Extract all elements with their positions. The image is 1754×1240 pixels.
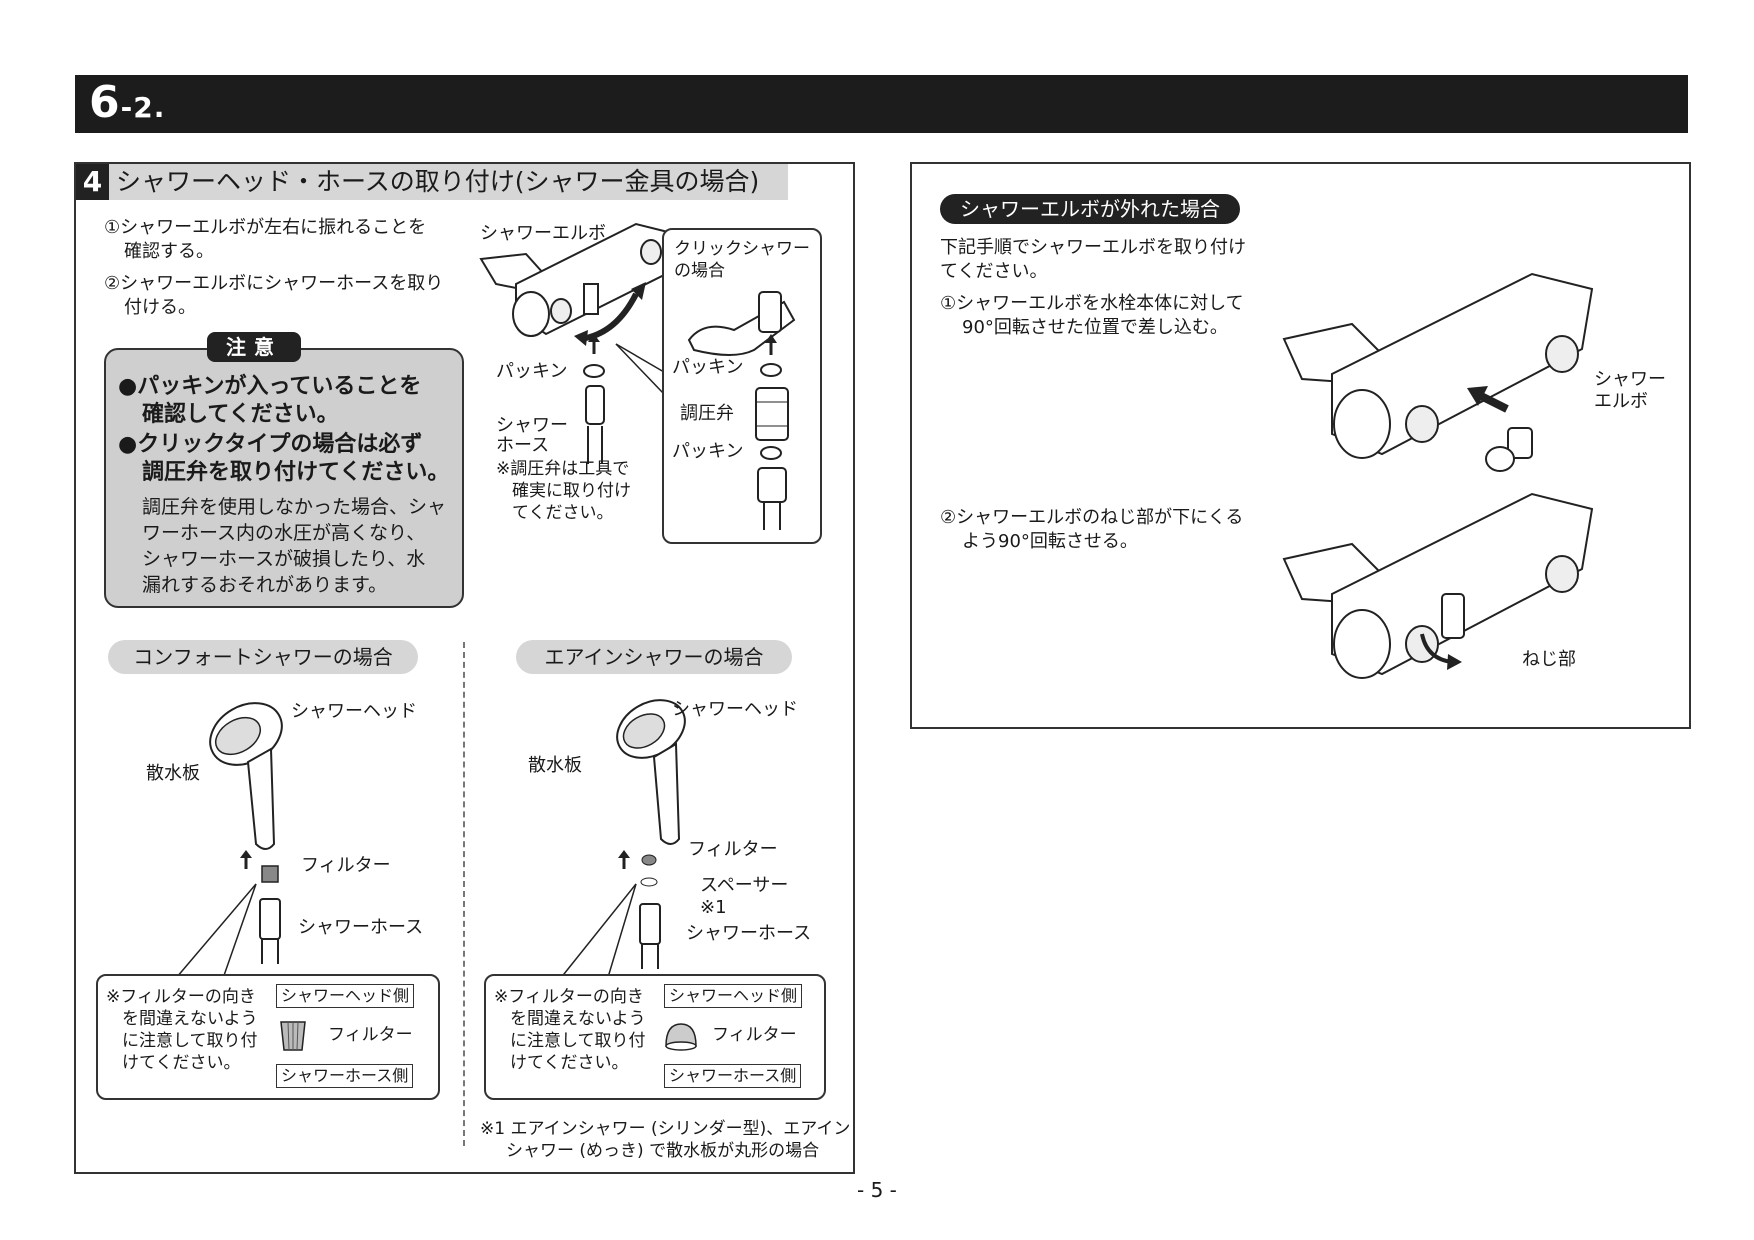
intro-line-2: てください。 bbox=[940, 261, 1048, 282]
elbow-removed-title: シャワーエルボが外れた場合 bbox=[940, 194, 1240, 224]
step-1-line-2: 確認する。 bbox=[124, 241, 214, 262]
caution-bold-3: ●クリックタイプの場合は必ず bbox=[118, 432, 423, 457]
right-step2-line-1: ②シャワーエルボのねじ部が下にくる bbox=[940, 507, 1244, 528]
airin-note-4: けてください。 bbox=[510, 1053, 629, 1073]
airin-note-1: ※フィルターの向き bbox=[494, 987, 644, 1007]
hose-label-1: シャワー bbox=[496, 415, 568, 436]
step-1-line-1: ①シャワーエルボが左右に振れることを bbox=[104, 217, 427, 238]
airin-head-label: シャワーヘッド bbox=[672, 699, 798, 720]
caution-body-1: 調圧弁を使用しなかった場合、シャ bbox=[142, 496, 447, 518]
airin-hose-label: シャワーホース bbox=[686, 923, 812, 944]
comfort-note-3: に注意して取り付 bbox=[122, 1031, 258, 1051]
right-panel: シャワーエルボが外れた場合 下記手順でシャワーエルボを取り付け てください。 ①… bbox=[910, 162, 1691, 729]
caution-box: ●パッキンが入っていることを 確認してください。 ●クリックタイプの場合は必ず … bbox=[104, 348, 464, 608]
click-valve-label: 調圧弁 bbox=[680, 403, 734, 424]
airin-title: エアインシャワーの場合 bbox=[516, 640, 792, 674]
caution-body-4: 漏れするおそれがあります。 bbox=[142, 574, 388, 596]
caution-body-2: ワーホース内の水圧が高くなり、 bbox=[142, 522, 426, 544]
comfort-filter-label: フィルター bbox=[301, 855, 391, 876]
caution-bold-1: ●パッキンが入っていることを bbox=[118, 374, 422, 399]
comfort-title: コンフォートシャワーの場合 bbox=[108, 640, 418, 674]
right-faucet-illustrations bbox=[1282, 272, 1594, 679]
page-number: - 5 - bbox=[857, 1178, 897, 1202]
click-packing-bottom: パッキン bbox=[672, 441, 744, 462]
step2-thread-label: ねじ部 bbox=[1522, 649, 1576, 670]
valve-note-1: ※調圧弁は工具で bbox=[496, 459, 630, 479]
airin-filter2-label: フィルター bbox=[712, 1025, 797, 1045]
airin-note-2: を間違えないよう bbox=[510, 1009, 646, 1029]
intro-line-1: 下記手順でシャワーエルボを取り付け bbox=[940, 237, 1246, 258]
footnote-2: シャワー (めっき) で散水板が丸形の場合 bbox=[506, 1141, 820, 1161]
caution-label: 注意 bbox=[207, 332, 301, 362]
faucet-illustration bbox=[479, 222, 678, 464]
step1-elbow-label-1: シャワー bbox=[1594, 369, 1666, 390]
airin-spacer-label: スペーサー bbox=[700, 875, 789, 896]
comfort-head-label: シャワーヘッド bbox=[291, 701, 417, 722]
elbow-label: シャワーエルボ bbox=[480, 223, 606, 244]
section-number: 4 bbox=[76, 164, 109, 200]
airin-plate-label: 散水板 bbox=[528, 755, 582, 776]
comfort-hose-side: シャワーホース側 bbox=[276, 1064, 414, 1088]
right-step2-line-2: よう90°回転させる。 bbox=[962, 531, 1138, 552]
step-2-line-1: ②シャワーエルボにシャワーホースを取り bbox=[104, 273, 444, 294]
caution-bold-4: 調圧弁を取り付けてください。 bbox=[142, 460, 450, 485]
caution-body-3: シャワーホースが破損したり、水 bbox=[142, 548, 426, 570]
header-bar: 6-2. bbox=[75, 75, 1688, 133]
filter-icon bbox=[280, 1021, 306, 1051]
right-step1-line-1: ①シャワーエルボを水栓本体に対して bbox=[940, 293, 1244, 314]
airin-note-box: ※フィルターの向き を間違えないよう に注意して取り付 けてください。 シャワー… bbox=[484, 974, 826, 1100]
airin-head-side: シャワーヘッド側 bbox=[664, 984, 803, 1008]
airin-filter-label: フィルター bbox=[688, 839, 778, 860]
left-panel: 4 シャワーヘッド・ホースの取り付け(シャワー金具の場合) ①シャワーエルボが左… bbox=[74, 162, 855, 1174]
section-title-bar: 4 シャワーヘッド・ホースの取り付け(シャワー金具の場合) bbox=[76, 164, 788, 200]
airin-hose-side: シャワーホース側 bbox=[664, 1064, 802, 1088]
packing-label: パッキン bbox=[496, 361, 568, 382]
caution-bold-2: 確認してください。 bbox=[142, 402, 339, 427]
valve-note-3: てください。 bbox=[512, 503, 614, 523]
comfort-note-box: ※フィルターの向き を間違えないよう に注意して取り付 けてください。 シャワー… bbox=[96, 974, 440, 1100]
airin-filter-icon bbox=[665, 1023, 697, 1051]
valve-note-2: 確実に取り付け bbox=[512, 481, 631, 501]
footnote-1: ※1 エアインシャワー (シリンダー型)、エアイン bbox=[480, 1119, 851, 1139]
click-title-1: クリックシャワー bbox=[674, 239, 810, 259]
right-step1-line-2: 90°回転させた位置で差し込む。 bbox=[962, 317, 1228, 338]
click-packing-top: パッキン bbox=[672, 357, 744, 378]
comfort-head-side: シャワーヘッド側 bbox=[276, 984, 415, 1008]
airin-note-3: に注意して取り付 bbox=[510, 1031, 646, 1051]
comfort-shower-illustration bbox=[170, 699, 686, 985]
hose-label-2: ホース bbox=[496, 435, 550, 456]
click-parts-illustration bbox=[687, 291, 796, 530]
section-title: シャワーヘッド・ホースの取り付け(シャワー金具の場合) bbox=[116, 167, 760, 196]
step-2-line-2: 付ける。 bbox=[124, 297, 196, 318]
comfort-note-1: ※フィルターの向き bbox=[106, 987, 256, 1007]
comfort-filter2-label: フィルター bbox=[328, 1025, 413, 1045]
section-heading: 6-2. bbox=[89, 77, 166, 128]
column-divider bbox=[463, 642, 465, 1146]
comfort-note-2: を間違えないよう bbox=[122, 1009, 258, 1029]
click-shower-box: クリックシャワー の場合 パッキン 調圧弁 パッキン bbox=[662, 228, 822, 544]
airin-spacer-note: ※1 bbox=[700, 897, 727, 918]
click-title-2: の場合 bbox=[674, 261, 725, 281]
comfort-note-4: けてください。 bbox=[122, 1053, 241, 1073]
step1-elbow-label-2: エルボ bbox=[1594, 391, 1648, 412]
comfort-hose-label: シャワーホース bbox=[298, 917, 424, 938]
comfort-plate-label: 散水板 bbox=[146, 763, 200, 784]
